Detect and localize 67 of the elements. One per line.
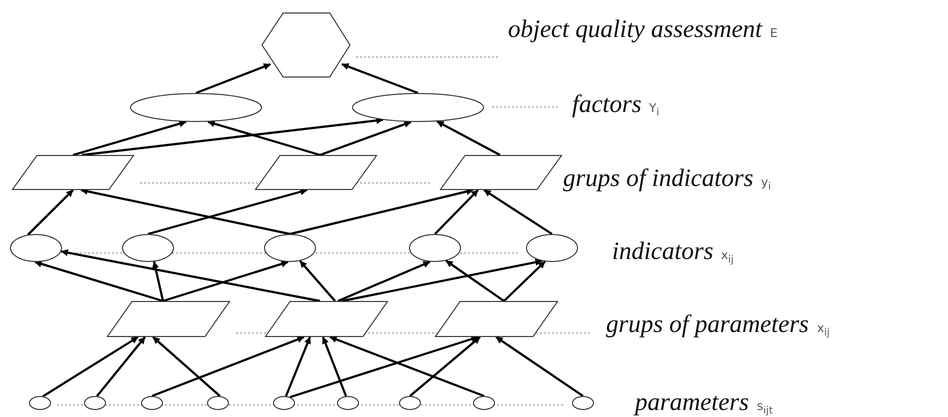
arrow — [409, 336, 481, 397]
arrow — [72, 120, 186, 156]
arrow — [152, 261, 164, 302]
circle-node — [84, 396, 106, 410]
parallelogram-node — [12, 155, 134, 190]
arrow — [445, 260, 505, 302]
arrow — [60, 249, 320, 302]
arrow — [96, 336, 146, 397]
level-label: object quality assessment — [508, 16, 762, 44]
ellipse-node — [526, 234, 578, 262]
parallelogram-node — [107, 301, 230, 337]
arrow — [290, 336, 478, 398]
level-label: parameters — [635, 389, 749, 417]
level-label: grups of indicators — [563, 165, 754, 193]
circle-node — [399, 396, 421, 410]
circle-node — [207, 396, 229, 410]
circle-node — [473, 396, 495, 410]
ellipse-node — [409, 234, 461, 262]
arrow — [434, 189, 479, 235]
arrow — [27, 189, 74, 236]
level-symbol: Y$_{i}$ — [649, 101, 660, 118]
arrow — [196, 63, 271, 94]
arrow — [34, 260, 164, 302]
arrow — [342, 63, 418, 94]
circle-node — [29, 396, 51, 410]
circle-node — [572, 396, 594, 410]
arrow — [495, 336, 584, 397]
level-symbol: y$_{i}$ — [761, 175, 771, 192]
arrow — [162, 260, 288, 302]
level-label: grups of parameters — [606, 311, 809, 339]
arrow — [322, 336, 348, 397]
arrow — [42, 336, 139, 398]
arrow — [148, 188, 308, 236]
arrow — [483, 189, 553, 235]
arrow — [320, 120, 412, 156]
arrow — [208, 120, 320, 156]
parallelogram-node — [255, 155, 377, 190]
ellipse-node — [264, 234, 316, 262]
level-symbol: x$_{ij}$ — [817, 321, 830, 338]
hexagon-node — [262, 13, 350, 77]
parallelogram-node — [265, 301, 388, 337]
arrow — [152, 336, 304, 398]
arrow — [503, 260, 546, 302]
arrow — [330, 336, 484, 398]
ellipse-node — [352, 93, 484, 122]
circle-node — [273, 396, 295, 410]
parallelogram-node — [440, 155, 562, 190]
ellipse-node — [10, 234, 62, 262]
arrow — [338, 260, 430, 302]
level-label: factors — [572, 91, 642, 119]
arrow — [299, 260, 336, 302]
arrow — [80, 188, 290, 236]
ellipse-node — [122, 234, 174, 262]
ellipse-node — [130, 93, 262, 122]
arrow — [152, 336, 221, 397]
level-label: indicators — [612, 238, 714, 266]
arrow — [82, 117, 384, 156]
circle-node — [141, 396, 163, 410]
level-symbol: x$_{ij}$ — [721, 248, 734, 266]
level-symbol: s$_{ijt}$ — [757, 399, 773, 416]
parallelogram-node — [435, 301, 558, 337]
arrow — [342, 258, 542, 302]
arrow — [436, 120, 501, 156]
circle-node — [337, 396, 359, 410]
arrow — [284, 336, 312, 397]
arrow — [290, 188, 474, 236]
level-symbol: E — [770, 26, 778, 40]
